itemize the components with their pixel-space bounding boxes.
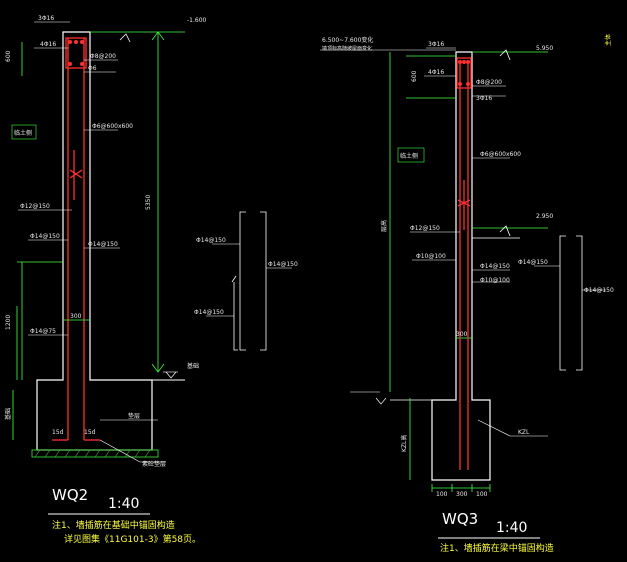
wq3-ref-note-1: 6.500~7.600变化 (322, 36, 373, 44)
wq2-leaders (18, 21, 166, 463)
wq3-kzl-label: KZL (518, 429, 530, 436)
wq3-dim-height: 层高 (380, 220, 388, 232)
wq3-top-bars-dots (458, 60, 470, 86)
wq3-bottom-dim-3: 100 (476, 491, 488, 498)
wq2-rebars (52, 37, 100, 441)
wq3-horiz-bar-right2: Φ10@100 (480, 277, 510, 284)
wq2-top-level: -1.600 (187, 17, 207, 24)
wq2-bar-75: Φ14@75 (30, 328, 56, 335)
wq2-horiz-bar-left: Φ14@150 (30, 233, 60, 240)
wq3-detail: 6.500~7.600变化 墙顶标高随坡屋面变化 3Φ16 5.950 4Φ16… (320, 36, 614, 554)
wq2-dim-15d-right: 15d (84, 429, 96, 436)
wq3-top-bars: 3Φ16 (428, 41, 444, 48)
wq2-scale: 1:40 (108, 496, 139, 512)
wq3-dim-600: 600 (411, 70, 418, 82)
wq3-bottom-dim-2: 300 (456, 491, 468, 498)
wq2-gravel-label: 素砼垫层 (142, 460, 166, 468)
wq3-vertical-bar: Φ12@150 (410, 225, 440, 232)
wq2-vertical-bar: Φ12@150 (20, 203, 50, 210)
wq2-bar-4-16: 4Φ16 (40, 41, 56, 48)
wq2-section-c: Φ14@150 (194, 309, 224, 316)
wq2-section-a: Φ14@150 (196, 237, 226, 244)
wq2-stirrup-top: Φ8@200 (90, 53, 116, 60)
wq2-dim-600: 600 (5, 50, 12, 62)
wq2-detail: 3Φ16 -1.600 4Φ16 Φ8@200 Φ6 临土侧 Φ6@600x60… (4, 15, 298, 545)
wq2-note-line1: 注1、墙插筋在基础中锚固构造 (52, 519, 175, 531)
wq2-tie-bar: Φ6@600x600 (92, 123, 133, 130)
wq2-small-bar: Φ6 (88, 65, 97, 72)
wq2-note-line2: 详见图集《11G101-3》第58页。 (64, 533, 201, 545)
wq2-horiz-bar-right: Φ14@150 (88, 241, 118, 248)
wq3-scale: 1:40 (496, 520, 527, 536)
wq3-horiz-bar-right: Φ14@150 (480, 263, 510, 270)
wq3-title: WQ3 (442, 510, 478, 528)
wq2-section-b: Φ14@150 (268, 261, 298, 268)
corner-mark: 主体 (604, 34, 612, 46)
wq2-cushion-label: 垫层 (128, 412, 140, 420)
wq3-section-a: Φ14@150 (518, 259, 548, 266)
wq3-small-bar: 3Φ16 (476, 95, 492, 102)
wq2-title: WQ2 (52, 486, 88, 504)
wq3-ref-note-2: 墙顶标高随坡屋面变化 (322, 45, 372, 52)
wq2-found-depth: 基础 (4, 408, 12, 420)
wq2-cushion-hatch (31, 449, 159, 458)
wq2-soil-side: 临土侧 (14, 129, 32, 137)
wq3-soil-side: 临土侧 (400, 152, 418, 160)
wq3-tie-bar: Φ6@600x600 (480, 151, 521, 158)
wq3-mid-level: 2.950 (536, 213, 553, 220)
wq2-ground-label: 基础 (187, 362, 199, 370)
wq2-dim-height: 5350 (145, 195, 152, 210)
wq3-section-detail (559, 235, 583, 371)
wq2-top-bars-label: 3Φ16 (38, 15, 54, 22)
wq3-leaders (320, 47, 548, 437)
wq3-note-line1: 注1、墙插筋在梁中锚固构造 (440, 542, 554, 554)
wq3-bar-4-16: 4Φ16 (428, 69, 444, 76)
wq3-section-b: Φ14@150 (584, 287, 614, 294)
wq2-hatch-lines (34, 449, 151, 458)
wq2-dim-1200: 1200 (5, 315, 12, 330)
wq3-rebars (456, 57, 472, 470)
wq2-top-bars-dots (68, 40, 84, 66)
wq3-horiz-bar-left: Φ10@100 (416, 253, 446, 260)
wq3-kzl-height: KZL高 (400, 435, 408, 452)
wq3-stirrup-top: Φ8@200 (476, 79, 502, 86)
wq2-dim-300: 300 (70, 313, 82, 320)
wq3-top-level: 5.950 (536, 45, 553, 52)
wq3-bottom-dim-1: 100 (436, 491, 448, 498)
wq2-section-detail (231, 211, 267, 351)
wq3-dim-300: 300 (456, 331, 468, 338)
wq2-dim-15d-left: 15d (52, 429, 64, 436)
